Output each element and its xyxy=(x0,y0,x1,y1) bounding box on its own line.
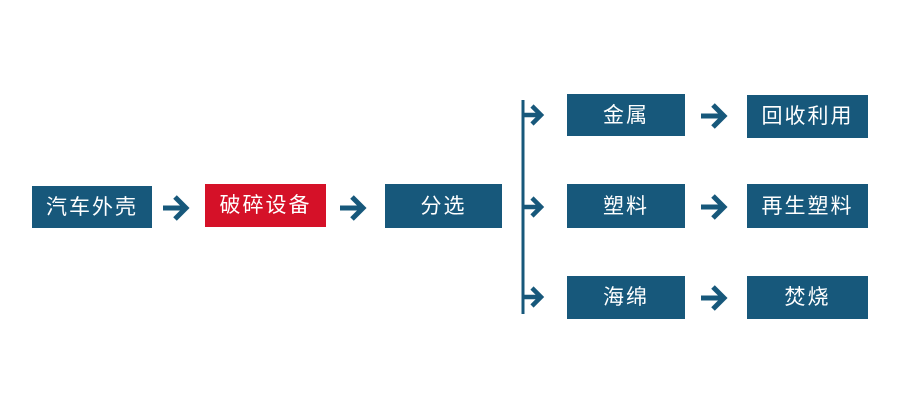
node-incineration: 焚烧 xyxy=(747,276,868,319)
node-recycle: 回收利用 xyxy=(747,95,868,138)
right-arrow-icon xyxy=(699,284,733,312)
node-sorting: 分选 xyxy=(385,184,502,228)
right-arrow-icon xyxy=(699,193,733,221)
node-plastic: 塑料 xyxy=(567,184,685,228)
node-car-shell: 汽车外壳 xyxy=(32,186,152,228)
node-crusher: 破碎设备 xyxy=(205,184,326,227)
right-arrow-icon xyxy=(161,194,195,222)
right-arrow-icon xyxy=(338,194,372,222)
node-metal: 金属 xyxy=(567,94,685,136)
node-sponge: 海绵 xyxy=(567,276,685,319)
right-arrow-icon xyxy=(699,102,733,130)
branch-connector xyxy=(519,98,557,318)
node-recycled-plastic: 再生塑料 xyxy=(747,184,868,228)
